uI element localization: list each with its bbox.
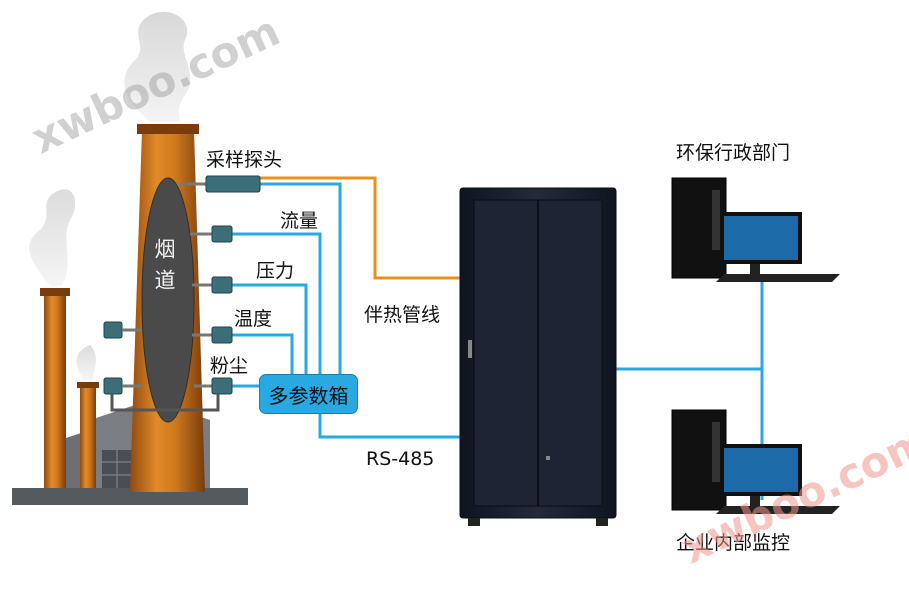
probe-temperature	[192, 326, 233, 344]
computer-env-dept	[671, 177, 840, 282]
label-heated-line: 伴热管线	[364, 304, 441, 326]
small-chimney-left	[29, 189, 76, 488]
probe-left-lower	[103, 377, 220, 412]
label-dust: 粉尘	[210, 355, 249, 377]
label-env-dept: 环保行政部门	[676, 142, 791, 164]
label-sampling-probe: 采样探头	[206, 149, 283, 171]
label-enterprise-monitor: 企业内部监控	[676, 532, 791, 554]
probe-flow	[190, 225, 233, 243]
main-stack	[124, 11, 205, 492]
probe-pressure	[192, 276, 233, 294]
probe-left-upper	[103, 321, 142, 339]
multi-param-box: 多参数箱	[259, 374, 358, 414]
label-rs485: RS-485	[366, 448, 435, 470]
label-temperature: 温度	[234, 308, 273, 330]
label-pressure: 压力	[256, 260, 295, 282]
probe-sampling	[180, 175, 261, 193]
heated-line	[260, 176, 460, 280]
label-flue: 烟道	[152, 238, 176, 300]
computer-enterprise	[671, 409, 840, 514]
server-cabinet	[459, 187, 617, 526]
label-flow: 流量	[280, 210, 319, 232]
probe-dust	[194, 377, 233, 395]
small-chimney-right	[76, 345, 99, 488]
